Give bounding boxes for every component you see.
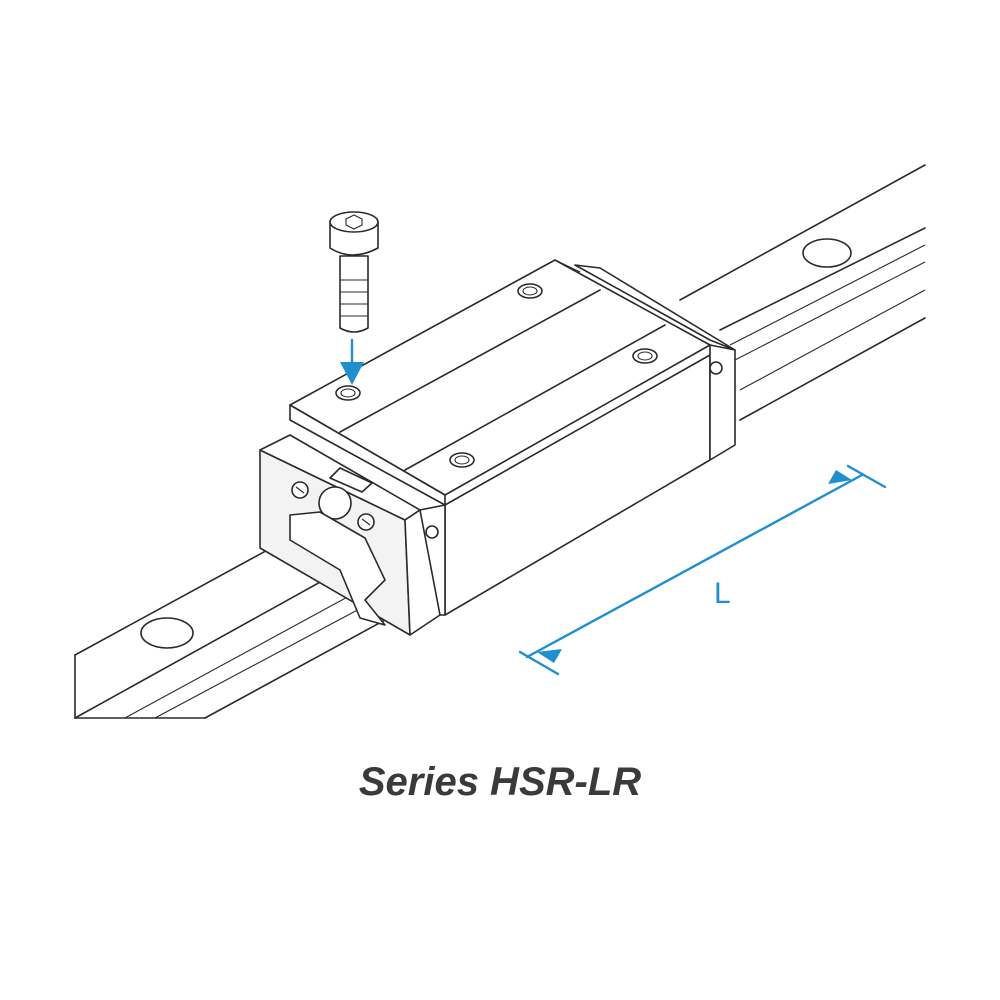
dimension-label: L	[714, 577, 731, 610]
dimension-arrow-icon	[518, 464, 887, 676]
grease-nipple	[318, 486, 352, 520]
diagram-caption: Series HSR-LR	[358, 760, 642, 804]
rail-hole-far	[802, 238, 852, 268]
carriage-block	[259, 259, 736, 636]
rail-hole-near	[140, 617, 194, 649]
insert-arrow-icon	[340, 338, 364, 385]
guide-rail	[74, 164, 926, 719]
cap-screw-icon	[329, 211, 379, 333]
